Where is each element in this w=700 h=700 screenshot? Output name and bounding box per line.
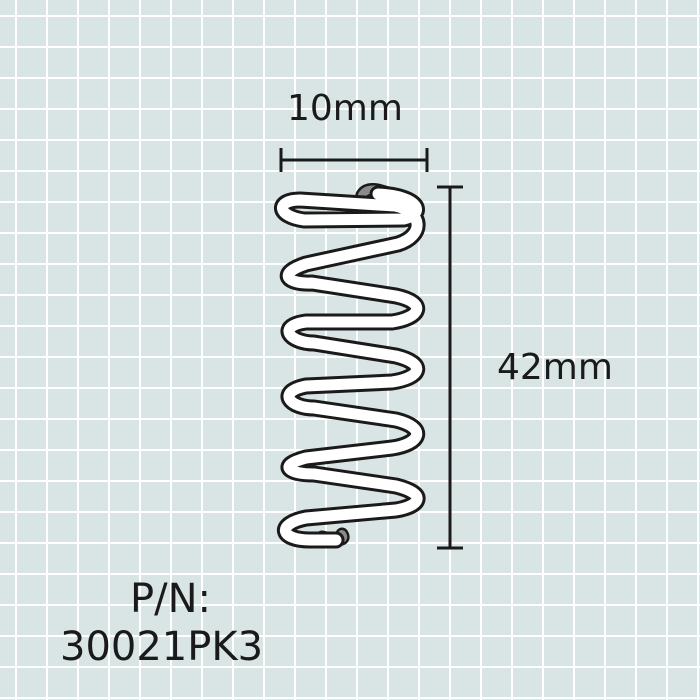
spring-coil-wire: [277, 188, 423, 546]
height-dimension-line: [437, 185, 463, 550]
height-dimension-label: 42mm: [497, 347, 613, 388]
width-dimension-label: 10mm: [287, 88, 403, 129]
compression-spring-icon: [274, 183, 426, 549]
width-dimension-line: [279, 148, 429, 172]
part-number-block: P/N: 30021PK3: [60, 575, 263, 671]
part-number-value: 30021PK3: [60, 624, 264, 670]
part-number-prefix: P/N:: [130, 576, 211, 622]
